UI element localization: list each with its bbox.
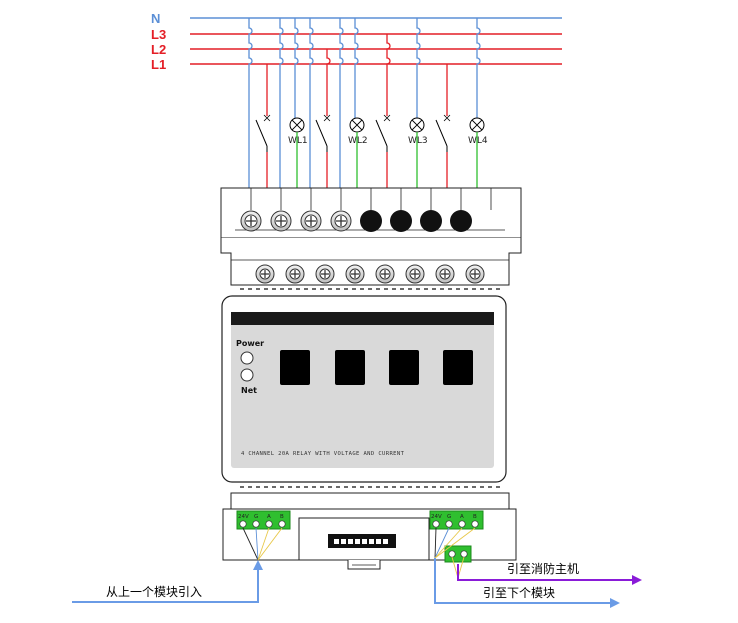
din-clip (347, 560, 381, 570)
lamp-neutral-1 (294, 18, 299, 118)
switch-1 (255, 114, 271, 152)
phase-drop-3 (386, 34, 391, 116)
top-screw (300, 210, 322, 232)
switch-3 (375, 114, 391, 152)
lamp-icon (409, 117, 425, 133)
bus-fan-wires (242, 527, 476, 579)
terminal-label-b: B (280, 514, 284, 520)
lamp-label-wl2: WL2 (348, 136, 368, 146)
terminal-label-24v: 24V (431, 514, 442, 520)
lamp-label-wl3: WL3 (408, 136, 428, 146)
arrow-to-fire-host (457, 564, 642, 585)
terminal-label-b: B (473, 514, 477, 520)
neutral-drop-4 (339, 18, 344, 218)
load-screw (405, 264, 425, 284)
terminal-label-a: A (267, 514, 271, 520)
arrow-to-next (434, 558, 620, 608)
neutral-drop-3 (309, 18, 314, 218)
load-screw (345, 264, 365, 284)
bus-lines (190, 17, 562, 65)
vent-slots (240, 288, 500, 488)
terminal-cap (420, 210, 442, 232)
bus-terminal-right: 24V G A B (429, 510, 484, 530)
switch-2 (315, 114, 331, 152)
label-from-prev: 从上一个模块引入 (106, 585, 202, 599)
relay-module: Power Net 4 CHANNEL 20A RELAY WITH VOLTA… (220, 187, 522, 570)
lamp-icon (349, 117, 365, 133)
lamps: WL1 WL2 WL3 WL4 (288, 117, 488, 146)
panel-caption: 4 CHANNEL 20A RELAY WITH VOLTAGE AND CUR… (241, 451, 405, 457)
relay-button-1[interactable] (280, 350, 310, 385)
panel-top-strip (231, 312, 494, 325)
arrow-from-prev (72, 560, 263, 603)
relay-button-3[interactable] (389, 350, 419, 385)
load-screw (255, 264, 275, 284)
top-screw (330, 210, 352, 232)
bus-label-l2: L2 (151, 42, 166, 57)
power-led (240, 351, 254, 365)
terminal-label-g: G (254, 514, 258, 520)
bus-label-n: N (151, 11, 160, 26)
terminal-cap (390, 210, 412, 232)
lamp-label-wl1: WL1 (288, 136, 308, 146)
neutral-drop-2 (279, 18, 284, 218)
terminal-label-a: A (460, 514, 464, 520)
front-panel (231, 312, 494, 468)
bus-label-l1: L1 (151, 57, 166, 72)
phase-drop-2 (326, 49, 331, 116)
switch-4 (435, 114, 451, 152)
load-screw (435, 264, 455, 284)
bus-drops (248, 18, 481, 218)
lamp-label-wl4: WL4 (468, 136, 488, 146)
dip-switch[interactable] (328, 534, 396, 548)
switches (255, 114, 451, 152)
bus-terminal-left: 24V G A B (236, 510, 291, 530)
relay-button-4[interactable] (443, 350, 473, 385)
terminal-cap (450, 210, 472, 232)
terminal-label-24v: 24V (238, 514, 249, 520)
lamp-icon (289, 117, 305, 133)
power-label: Power (236, 339, 264, 348)
terminal-cap (360, 210, 382, 232)
net-led (240, 368, 254, 382)
label-to-next: 引至下个模块 (483, 586, 555, 600)
fire-host-terminal (444, 545, 472, 563)
relay-button-2[interactable] (335, 350, 365, 385)
load-screw (315, 264, 335, 284)
lamp-icon (469, 117, 485, 133)
top-screw (240, 210, 262, 232)
load-screw (465, 264, 485, 284)
label-to-fire-host: 引至消防主机 (507, 561, 579, 576)
lamp-neutral-2 (354, 18, 359, 118)
top-screw (270, 210, 292, 232)
signal-arrows (72, 558, 642, 608)
load-terminals (255, 264, 485, 284)
net-label: Net (241, 386, 257, 395)
load-screw (285, 264, 305, 284)
lamp-neutral-4 (476, 18, 481, 118)
bottom-housing (230, 492, 510, 510)
load-screw (375, 264, 395, 284)
bus-label-l3: L3 (151, 27, 166, 42)
lamp-neutral-3 (416, 18, 421, 118)
neutral-drop-1 (248, 18, 253, 218)
terminal-label-g: G (447, 514, 451, 520)
